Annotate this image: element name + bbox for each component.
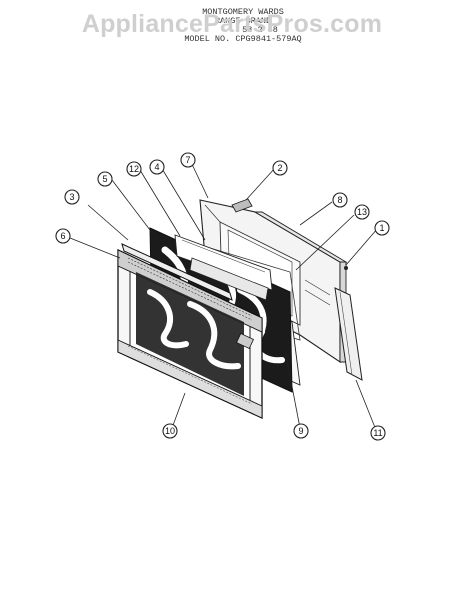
callout-4: 4 [149,159,165,175]
callout-9: 9 [293,423,309,439]
outer-door-frame [117,243,263,420]
svg-text:11: 11 [373,428,382,438]
callout-12: 12 [126,161,142,177]
callout-8: 8 [332,192,348,208]
svg-text:4: 4 [154,162,159,172]
watermark-text: AppliancePartsPros.com [81,10,383,38]
callout-2: 2 [272,160,288,176]
svg-text:12: 12 [129,164,139,174]
callout-10: 10 [162,423,178,439]
svg-text:7: 7 [185,155,190,165]
header-brand-line: MONTGOMERY WARDS [202,7,284,17]
svg-text:1: 1 [379,223,384,233]
callout-7: 7 [180,152,196,168]
hinge-bracket [231,198,253,213]
svg-text:5: 5 [102,174,107,184]
window-glass-layers [174,234,273,301]
callout-6: 6 [55,228,71,244]
header-code-line: 58 2 48 [242,25,278,35]
callout-5: 5 [97,171,113,187]
callout-1: 1 [374,220,390,236]
callout-13: 13 [354,204,370,220]
header-model-line: MODEL NO. CPG9841-579AQ [184,34,302,44]
header-range-line: RANGE BRAND [214,16,272,26]
svg-text:9: 9 [298,426,303,436]
svg-text:8: 8 [337,195,342,205]
leader-lines [69,159,379,431]
svg-text:13: 13 [357,207,367,217]
svg-text:6: 6 [60,231,65,241]
door-side-trim [334,266,363,381]
callout-11: 11 [370,425,386,441]
svg-text:2: 2 [277,163,282,173]
callout-3: 3 [64,189,80,205]
svg-text:10: 10 [165,426,175,436]
svg-text:3: 3 [69,192,74,202]
